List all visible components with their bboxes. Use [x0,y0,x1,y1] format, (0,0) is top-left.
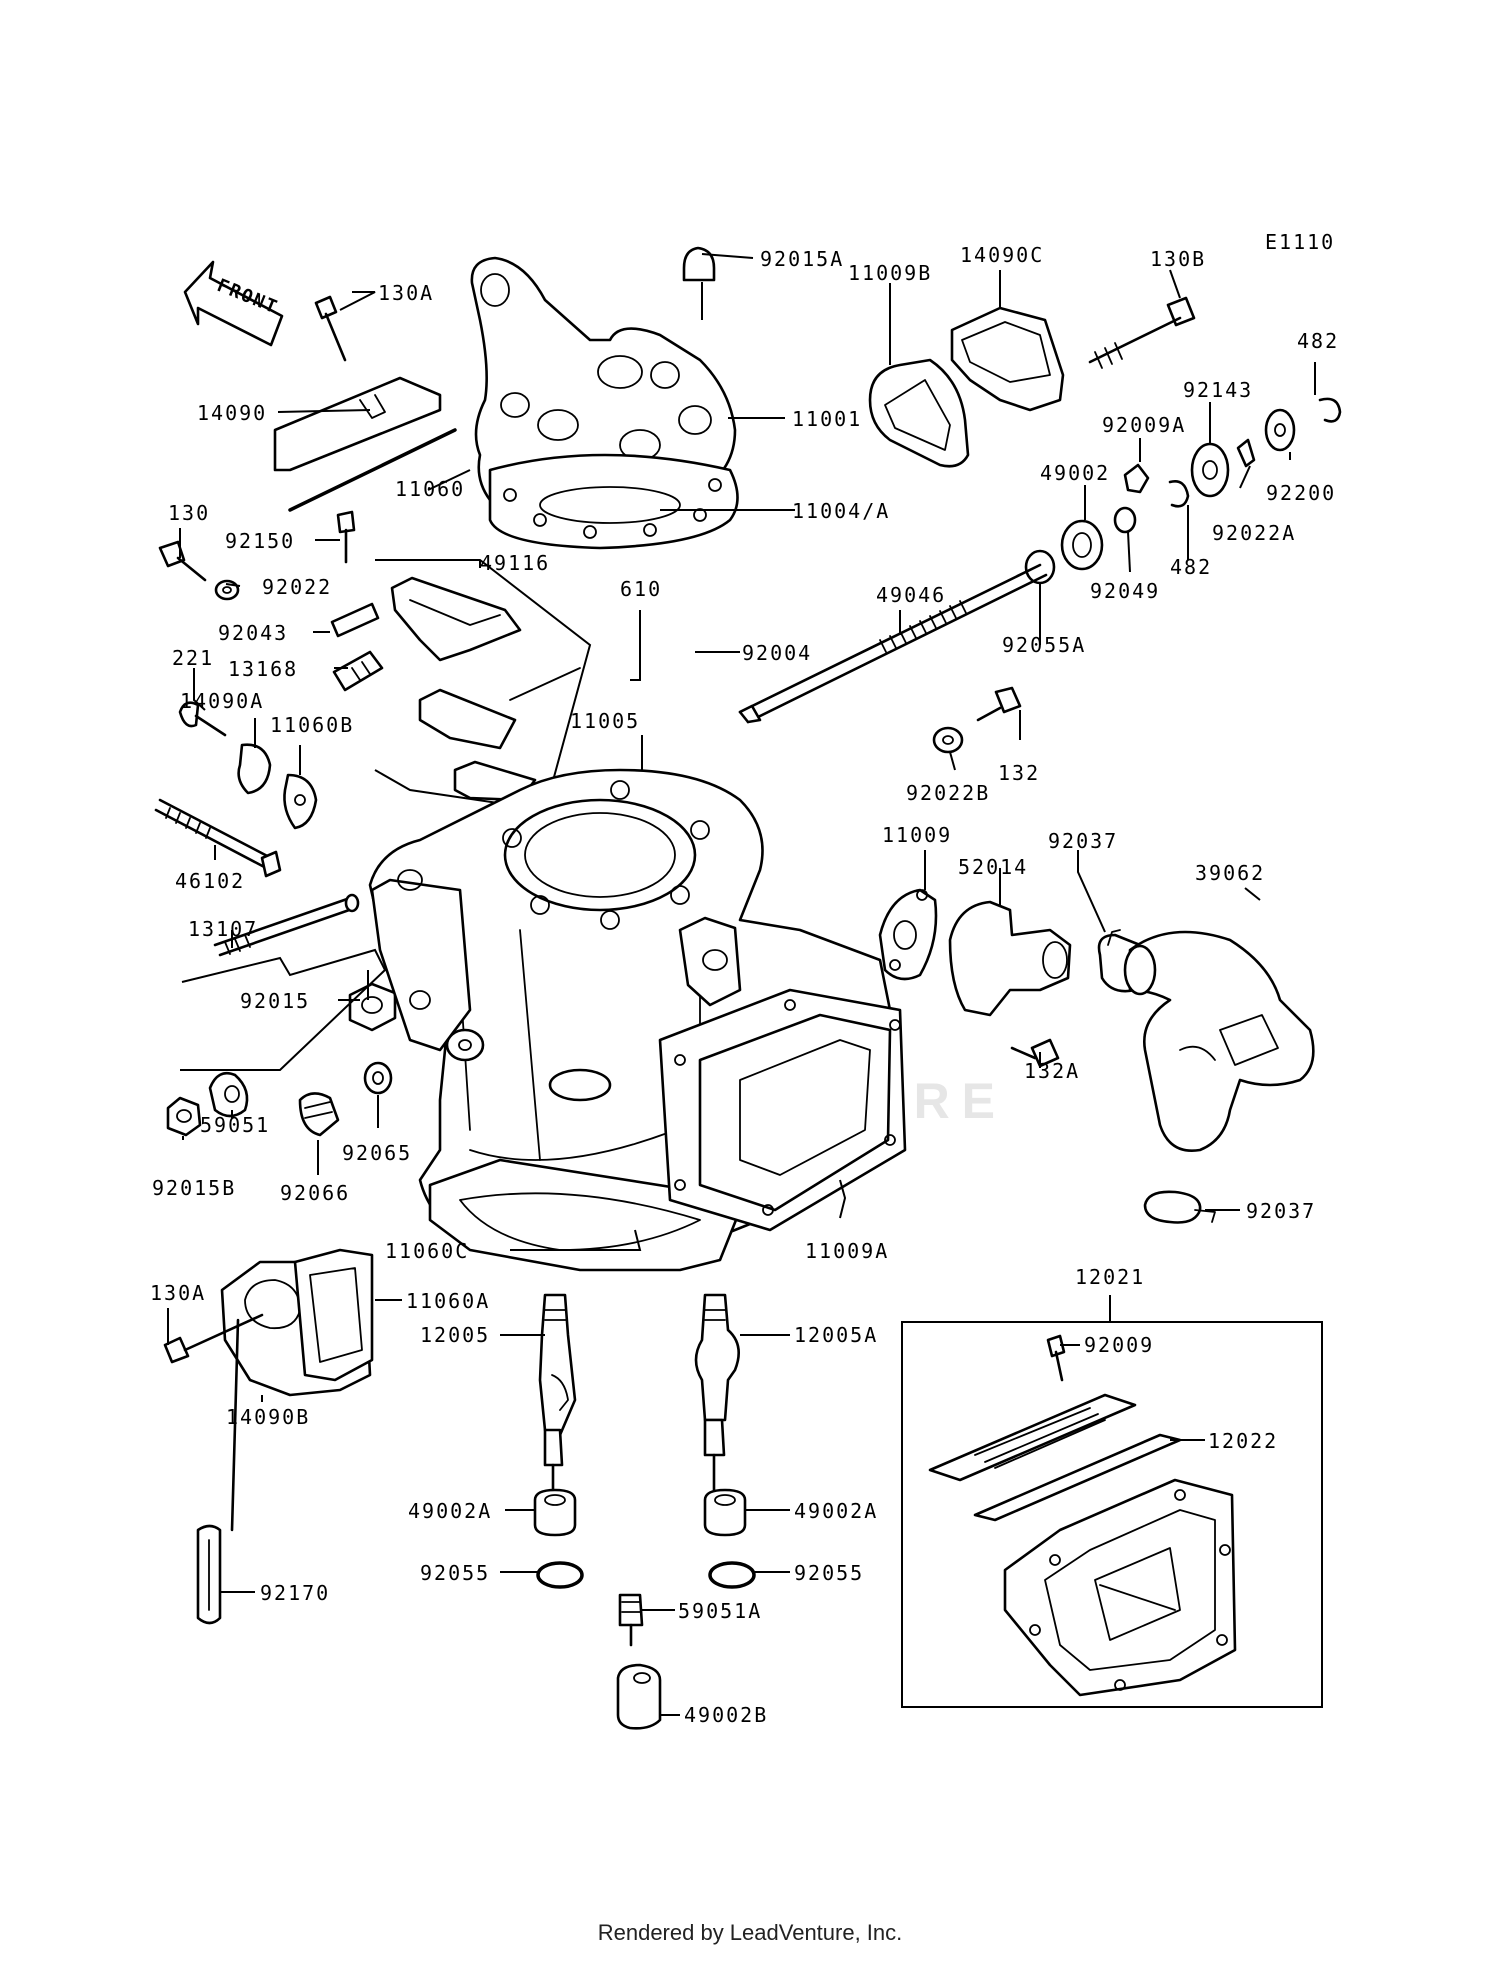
part-label: 12021 [1075,1265,1145,1289]
part-label: 92055 [794,1561,864,1585]
part-label: 11009 [882,823,952,847]
part-label: 49116 [480,551,550,575]
part-label: 12022 [1208,1429,1278,1453]
part-label: 49002B [684,1703,768,1727]
part-label: 92022 [262,575,332,599]
part-label: 59051 [200,1113,270,1137]
side-cover-drawing [163,1248,374,1625]
diagram-code: E1110 [1265,230,1335,254]
reed-valve-box [901,1321,1323,1708]
part-label: 11060 [395,477,465,501]
part-label: 92015 [240,989,310,1013]
part-label: 92015B [152,1176,236,1200]
part-label: 49002A [794,1499,878,1523]
shaft-13107-drawing [213,893,360,957]
part-label: 49002 [1040,461,1110,485]
part-label: 49046 [876,583,946,607]
part-label: 12005A [794,1323,878,1347]
bolt-130-drawing [158,540,240,601]
part-label: 92037 [1246,1199,1316,1223]
head-gasket-drawing [488,453,739,550]
part-label: 14090 [197,401,267,425]
part-label: 59051A [678,1599,762,1623]
part-label: 92065 [342,1141,412,1165]
bolt-130b-drawing [1088,296,1196,369]
part-label: 11060C [385,1239,469,1263]
part-label: 610 [620,577,662,601]
part-label: 11001 [792,407,862,431]
part-label: 12005 [420,1323,490,1347]
part-label: 92200 [1266,481,1336,505]
part-label: 92022A [1212,521,1296,545]
part-label: 132 [998,761,1040,785]
part-label: 482 [1297,329,1339,353]
part-label: 14090A [180,689,264,713]
part-label: 92143 [1183,378,1253,402]
part-label: 92150 [225,529,295,553]
part-label: 14090C [960,243,1044,267]
front-arrow-icon: FRONT [183,260,284,347]
part-label: 92055 [420,1561,490,1585]
part-label: 46102 [175,869,245,893]
part-label: 39062 [1195,861,1265,885]
part-label: 221 [172,646,214,670]
part-label: 92043 [218,621,288,645]
part-label: 52014 [958,855,1028,879]
part-label: 13168 [228,657,298,681]
hose-39062-drawing [1097,929,1315,1224]
part-label: 92009 [1084,1333,1154,1357]
part-label: 14090B [226,1405,310,1429]
part-label: 132A [1024,1059,1080,1083]
rack-46102-drawing [154,798,282,878]
part-label: 92049 [1090,579,1160,603]
part-label: 482 [1170,555,1212,579]
part-label: 92015A [760,247,844,271]
part-label: 92037 [1048,829,1118,853]
part-label: 92022B [906,781,990,805]
leader-lines [167,253,1316,1716]
exhaust-valve-cover-drawing [868,306,1065,468]
part-label: 92066 [280,1181,350,1205]
part-label: 11004/A [792,499,890,523]
part-label: 11060B [270,713,354,737]
valve-small-bottom-parts-drawing [533,1488,756,1730]
valve-shafts-drawing [538,1293,740,1492]
part-label: 92009A [1102,413,1186,437]
part-label: 13107 [188,917,258,941]
reed-spacer-drawing [658,988,907,1232]
part-label: 11009A [805,1239,889,1263]
exhaust-valve-assembly-drawing [374,559,592,812]
screw-221-drawing [178,701,318,830]
part-label: 130B [1150,247,1206,271]
pin-parts-drawing [330,510,384,692]
lower-small-parts-drawing [166,948,397,1137]
part-label: 130A [378,281,434,305]
footer-credit: Rendered by LeadVenture, Inc. [597,1920,903,1945]
part-label: 92170 [260,1581,330,1605]
exhaust-valve-rod-drawing [738,563,1048,724]
part-label: 130A [150,1281,206,1305]
part-label: 11060A [406,1289,490,1313]
bolt-132-drawing [932,686,1022,754]
part-label: 92004 [742,641,812,665]
part-label: 11005 [570,709,640,733]
part-label: 130 [168,501,210,525]
part-label: 92055A [1002,633,1086,657]
part-label: 11009B [848,261,932,285]
part-labels: 92015A 14090C 130B 130A 11009B 482 14090… [150,243,1339,1727]
water-outlet-drawing [878,888,1072,1068]
part-label: 49002A [408,1499,492,1523]
cover-14090-drawing [273,295,457,512]
